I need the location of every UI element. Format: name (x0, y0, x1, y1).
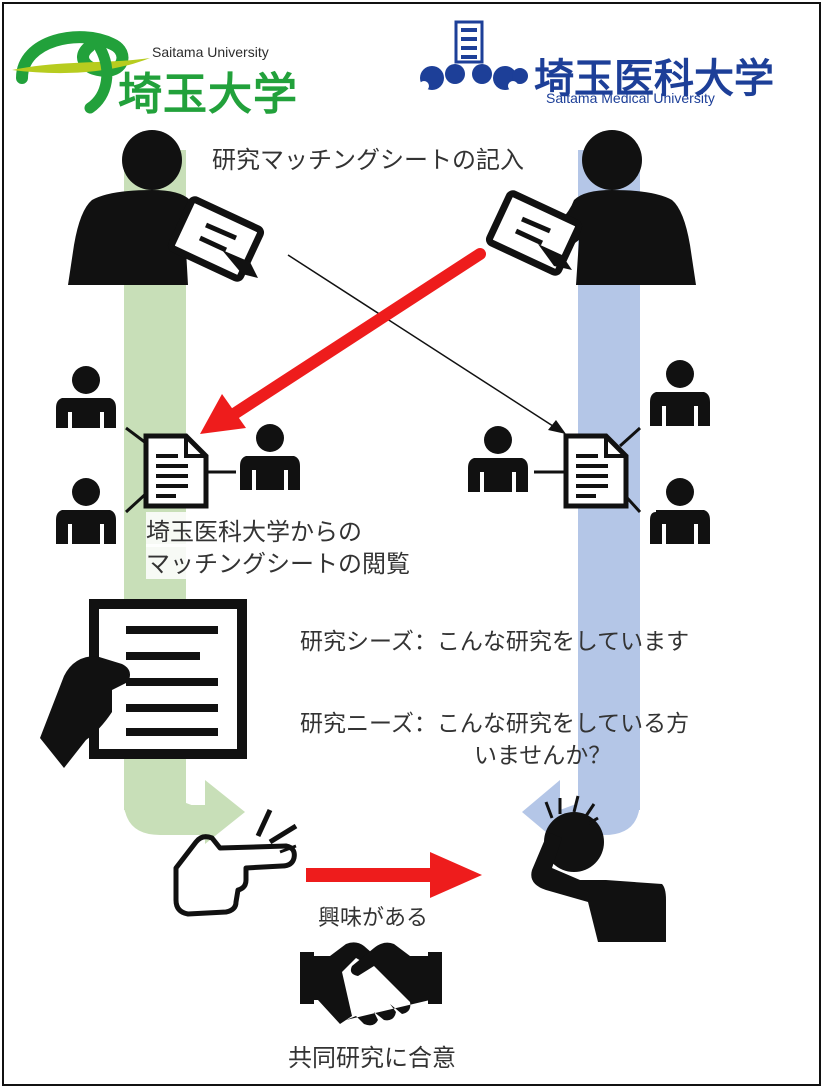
step-fill-sheet-label: 研究マッチングシートの記入 (212, 146, 524, 174)
thin-arrow-to-medical (287, 254, 566, 434)
researcher-writing-right-icon (485, 130, 696, 285)
step-browse-line2: マッチングシートの閲覧 (146, 544, 410, 579)
right-people-cluster (468, 360, 710, 544)
saitama-university-logo-mark (12, 31, 150, 114)
step-browse-line1: 埼玉医科大学からの (146, 512, 362, 547)
thinking-person-icon (531, 795, 666, 942)
research-needs-line1: 研究ニーズ：こんな研究をしている方 (300, 711, 690, 737)
shared-document-icon-left (143, 433, 209, 509)
shared-document-icon-right (563, 433, 629, 509)
handshake-icon (300, 942, 442, 1026)
pointing-hand-icon (173, 808, 298, 917)
researcher-writing-left-icon (68, 130, 265, 285)
research-seeds-label: 研究シーズ：こんな研究をしています (300, 629, 690, 655)
saitama-medical-logo-en: Saitama Medical University (546, 90, 715, 106)
left-people-cluster (56, 366, 300, 544)
research-needs-line2: いませんか？ (474, 743, 612, 769)
interest-red-arrow (306, 852, 482, 898)
interest-label: 興味がある (318, 906, 429, 931)
saitama-medical-logo-ja: 埼玉医科大学 (534, 56, 774, 102)
saitama-university-logo-ja: 埼玉大学 (118, 69, 298, 120)
red-arrow-to-university (200, 248, 486, 434)
hand-holding-document-icon (40, 599, 247, 768)
agreement-label: 共同研究に合意 (288, 1044, 456, 1072)
saitama-medical-logo-mark (419, 20, 528, 91)
saitama-university-logo-en: Saitama University (152, 44, 269, 60)
